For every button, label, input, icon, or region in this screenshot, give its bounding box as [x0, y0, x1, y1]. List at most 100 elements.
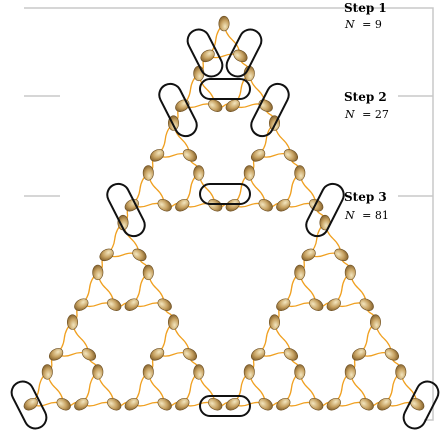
highlight-capsule: [305, 182, 345, 238]
particle-icon: [395, 364, 407, 380]
step-3-count: N = 81: [344, 209, 389, 222]
highlight-capsule: [199, 183, 251, 205]
step-1-count: N = 9: [344, 18, 382, 31]
step-2-count: N = 27: [344, 108, 389, 121]
particle-icon: [92, 364, 104, 380]
particle-icon: [182, 149, 198, 162]
particle-icon: [193, 364, 205, 380]
depth-brackets: [24, 7, 434, 421]
particle-icon: [294, 264, 306, 281]
highlight-capsule: [106, 182, 146, 238]
highlight-capsule: [199, 395, 251, 417]
particle-icon: [157, 397, 172, 411]
step-3-label-group: Step 3 N = 81: [344, 190, 389, 222]
particle-icon: [157, 298, 172, 311]
highlight-capsule: [402, 380, 440, 430]
particle-icon: [309, 397, 324, 411]
particle-icon: [218, 15, 230, 32]
particle-icon: [233, 49, 248, 63]
step-2-n-symbol: N: [344, 108, 355, 121]
step-3-n-symbol: N: [344, 209, 355, 222]
step-3-n-value: = 81: [362, 209, 389, 222]
particle-icon: [377, 397, 392, 411]
particle-icon: [41, 364, 53, 380]
particle-icon: [107, 397, 122, 411]
particle-icon: [276, 397, 291, 411]
particle-icon: [326, 397, 341, 411]
step-1-label-group: Step 1 N = 9: [344, 1, 387, 31]
particle-icon: [243, 165, 255, 181]
highlight-capsule: [186, 28, 224, 78]
particle-icon: [359, 298, 374, 311]
particle-icon: [149, 149, 165, 162]
particle-icon: [208, 198, 223, 212]
particle-icon: [225, 99, 240, 112]
highlight-capsule: [250, 82, 290, 138]
highlight-capsule: [199, 78, 251, 100]
particle-icon: [250, 149, 266, 162]
particle-icon: [351, 348, 367, 361]
particle-icon: [301, 248, 316, 262]
particle-icon: [74, 397, 89, 411]
particle-icon: [157, 198, 172, 212]
particle-icon: [344, 364, 356, 380]
particle-icon: [107, 298, 122, 311]
step-2-label: Step 2: [344, 90, 387, 104]
particle-icon: [23, 397, 38, 411]
particle-icon: [258, 198, 273, 212]
particle-icon: [149, 348, 165, 361]
particle-icon: [276, 298, 291, 311]
step-1-n-symbol: N: [344, 18, 355, 31]
particle-icon: [142, 364, 154, 380]
particle-icon: [193, 165, 205, 181]
particle-icon: [294, 364, 306, 380]
particle-icon: [92, 264, 104, 281]
particle-icon: [243, 364, 255, 380]
particle-icon: [309, 298, 324, 311]
particle-icon: [250, 348, 266, 361]
particle-icon: [124, 397, 139, 411]
particle-icon: [142, 264, 154, 281]
particle-icon: [142, 165, 154, 181]
particle-icon: [167, 314, 179, 330]
step-2-label-group: Step 2 N = 27: [344, 90, 389, 121]
particle-icon: [124, 298, 139, 311]
particle-icon: [175, 198, 190, 212]
step-1-n-value: = 9: [362, 18, 382, 31]
step-2-n-value: = 27: [362, 108, 389, 121]
highlight-capsule: [225, 28, 263, 78]
step-3-label: Step 3: [344, 190, 387, 204]
particle-icon: [384, 348, 400, 361]
particle-icon: [182, 348, 198, 361]
particle-icon: [370, 314, 382, 330]
particle-icon: [48, 348, 64, 361]
highlight-capsule: [158, 82, 198, 138]
particle-icon: [359, 397, 374, 411]
particle-icon: [175, 397, 190, 411]
particle-icon: [74, 298, 89, 311]
particle-icon: [269, 314, 281, 330]
particle-icon: [200, 49, 215, 63]
particle-icon: [132, 248, 147, 262]
particle-icon: [81, 348, 97, 361]
particle-icon: [344, 264, 356, 281]
particle-icon: [56, 397, 71, 411]
step-1-label: Step 1: [344, 1, 387, 15]
particle-icon: [283, 348, 299, 361]
particle-icon: [410, 397, 425, 411]
particle-icon: [208, 397, 223, 411]
particle-icon: [225, 397, 240, 411]
particle-icon: [99, 248, 114, 262]
highlight-capsule: [10, 380, 48, 430]
step1-bracket-top: [24, 7, 434, 421]
particle-icon: [276, 198, 291, 212]
particle-icon: [294, 165, 306, 181]
particle-icon: [334, 248, 349, 262]
particle-icon: [283, 149, 299, 162]
particle-icon: [66, 314, 78, 330]
highlight-boxes: [10, 28, 440, 430]
particle-icon: [225, 198, 240, 212]
particle-icon: [326, 298, 341, 311]
particle-icon: [208, 99, 223, 112]
